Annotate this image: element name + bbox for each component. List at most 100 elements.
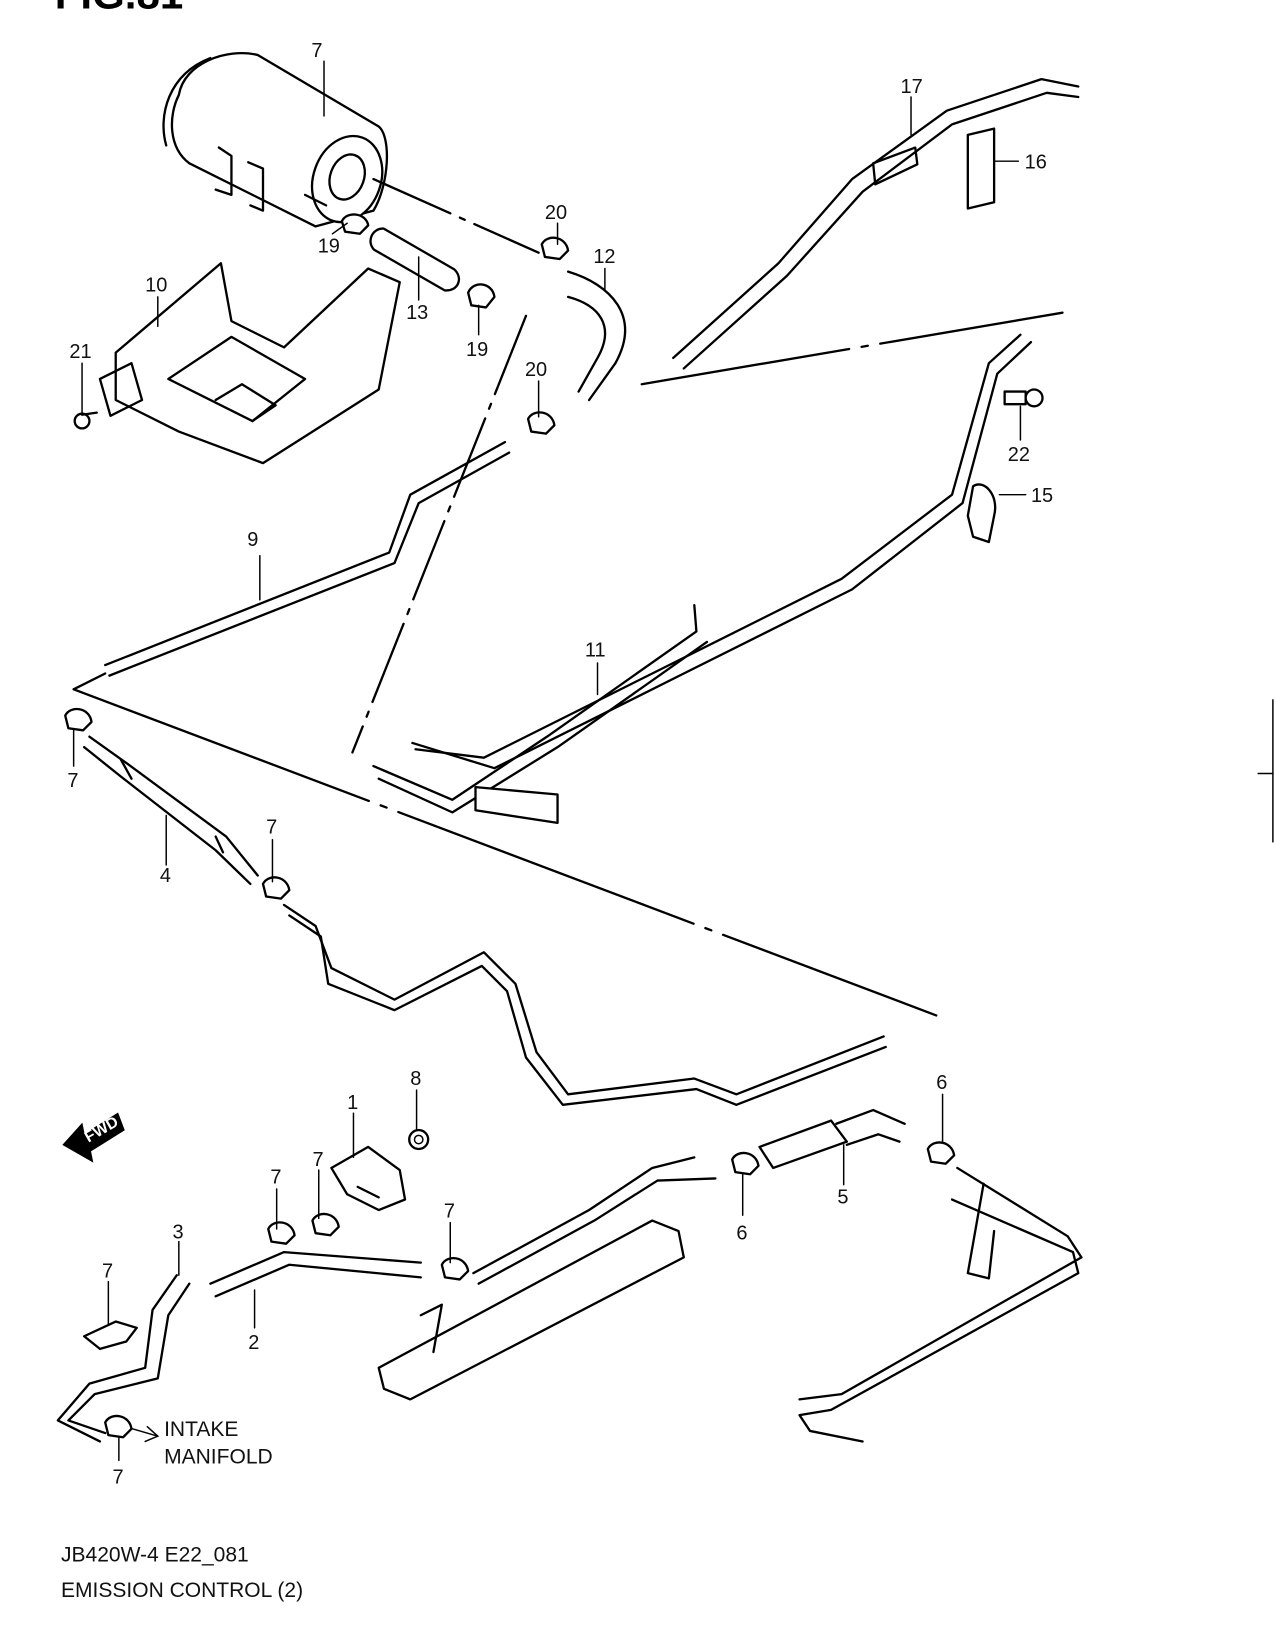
pipe-part-15[interactable] xyxy=(672,77,1080,370)
callout-10: 9 xyxy=(247,529,261,601)
clip-part-20b[interactable] xyxy=(526,411,556,435)
bolt-part-21[interactable] xyxy=(73,411,98,430)
svg-text:19: 19 xyxy=(466,339,488,361)
pipe15-leader xyxy=(640,311,1064,386)
callout-19b: 19 xyxy=(466,304,488,361)
svg-text:17: 17 xyxy=(900,76,922,98)
callout-5: 5 xyxy=(837,1144,848,1209)
callout-14: 16 xyxy=(994,152,1047,174)
svg-text:7: 7 xyxy=(311,40,322,62)
callout-9: 8 xyxy=(410,1068,421,1131)
callout-22: 22 xyxy=(1008,405,1030,466)
callout-7e: 7 xyxy=(444,1200,455,1264)
clip-part-19b[interactable] xyxy=(466,283,496,309)
svg-text:16: 16 xyxy=(1025,152,1047,174)
clip-part-20a[interactable] xyxy=(540,236,570,261)
clip-part-7b[interactable] xyxy=(261,876,291,900)
svg-text:5: 5 xyxy=(837,1187,848,1209)
callout-7f: 7 xyxy=(113,1436,124,1489)
svg-text:20: 20 xyxy=(545,202,567,224)
callout-13: 11 xyxy=(585,640,606,696)
clamp-part-8[interactable] xyxy=(83,1320,138,1351)
svg-text:7: 7 xyxy=(67,770,78,792)
cushion-part-14[interactable] xyxy=(966,127,996,210)
hose-part-17[interactable] xyxy=(566,270,627,402)
svg-text:11: 11 xyxy=(585,640,606,662)
svg-text:13: 13 xyxy=(406,302,428,324)
callout-15: 17 xyxy=(900,76,923,136)
svg-text:3: 3 xyxy=(173,1221,184,1243)
nut-part-9[interactable] xyxy=(408,1128,430,1151)
hose-part-18[interactable] xyxy=(363,225,466,294)
intake-label-line2: MANIFOLD xyxy=(164,1446,273,1469)
callout-7a: 7 xyxy=(67,729,78,792)
clip-part-19a[interactable] xyxy=(340,213,370,235)
bracket-part-16[interactable] xyxy=(98,262,401,465)
clip-part-6b[interactable] xyxy=(926,1141,956,1165)
delivery-pipe-assembly[interactable] xyxy=(377,1156,717,1401)
intake-manifold-annotation: INTAKE MANIFOLD xyxy=(131,1418,273,1469)
hose-part-5[interactable] xyxy=(758,1108,906,1170)
callout-2: 2 xyxy=(248,1289,259,1354)
callout-1: 1 xyxy=(347,1092,358,1159)
canister-hose-leader xyxy=(372,177,540,254)
callout-18: 13 xyxy=(406,256,428,324)
callout-19a: 19 xyxy=(318,222,348,258)
canister-part-11[interactable] xyxy=(162,52,394,232)
clip-part-6a[interactable] xyxy=(731,1151,760,1176)
callout-12: 15 xyxy=(998,485,1053,507)
svg-text:6: 6 xyxy=(736,1222,747,1244)
hose-part-3[interactable] xyxy=(56,1274,191,1443)
callout-3: 3 xyxy=(173,1221,184,1276)
svg-text:7: 7 xyxy=(444,1200,455,1222)
svg-text:7: 7 xyxy=(113,1467,124,1489)
fwd-direction-arrow: FWD xyxy=(62,1112,125,1163)
clip-part-7e[interactable] xyxy=(440,1257,470,1281)
clip-part-7d[interactable] xyxy=(311,1212,340,1237)
figure-code: JB420W-4 E22_081 xyxy=(61,1543,249,1566)
callout-20a: 20 xyxy=(545,202,567,246)
callout-20b: 20 xyxy=(525,359,547,418)
pipe-part-13[interactable] xyxy=(372,333,1033,825)
svg-text:21: 21 xyxy=(69,341,91,363)
pipe-lower[interactable] xyxy=(282,903,887,1106)
svg-text:22: 22 xyxy=(1008,444,1030,466)
callout-11: 7 xyxy=(311,40,325,117)
svg-text:2: 2 xyxy=(248,1332,259,1354)
svg-text:15: 15 xyxy=(1031,485,1053,507)
svg-text:7: 7 xyxy=(270,1167,281,1189)
svg-text:7: 7 xyxy=(102,1260,113,1282)
hose17-leader xyxy=(351,314,528,754)
margin-mark xyxy=(1257,699,1274,843)
clip-part-7c[interactable] xyxy=(267,1221,296,1245)
figure-title: FIG.81 xyxy=(55,0,184,18)
svg-text:9: 9 xyxy=(247,529,258,551)
callout-7c: 7 xyxy=(270,1167,281,1230)
hose-part-2[interactable] xyxy=(209,1250,422,1298)
callout-8: 7 xyxy=(102,1260,113,1325)
clamp-part-12[interactable] xyxy=(966,483,997,544)
svg-text:7: 7 xyxy=(312,1149,323,1171)
pipe-part-10[interactable] xyxy=(104,440,511,677)
pipe-frame-assembly[interactable] xyxy=(798,1166,1083,1443)
vsv-part-1[interactable] xyxy=(330,1145,407,1212)
svg-text:1: 1 xyxy=(347,1092,358,1114)
bolt-part-22[interactable] xyxy=(1003,388,1044,408)
pipe-leader-join xyxy=(72,672,107,691)
callout-6b: 6 xyxy=(736,1173,747,1244)
svg-text:8: 8 xyxy=(410,1068,421,1090)
callout-7d: 7 xyxy=(312,1149,324,1220)
callout-21: 21 xyxy=(69,341,92,415)
callout-16: 10 xyxy=(145,275,167,328)
clip-part-7f[interactable] xyxy=(104,1414,133,1439)
callout-6a: 6 xyxy=(936,1072,947,1144)
hose-part-4[interactable] xyxy=(83,735,259,886)
callout-17: 12 xyxy=(593,246,616,291)
callout-7b: 7 xyxy=(266,816,277,883)
callout-4: 4 xyxy=(160,814,171,887)
intake-label-line1: INTAKE xyxy=(164,1418,238,1441)
svg-text:10: 10 xyxy=(145,275,167,297)
clip-part-7a[interactable] xyxy=(64,707,93,732)
svg-text:6: 6 xyxy=(936,1072,947,1094)
